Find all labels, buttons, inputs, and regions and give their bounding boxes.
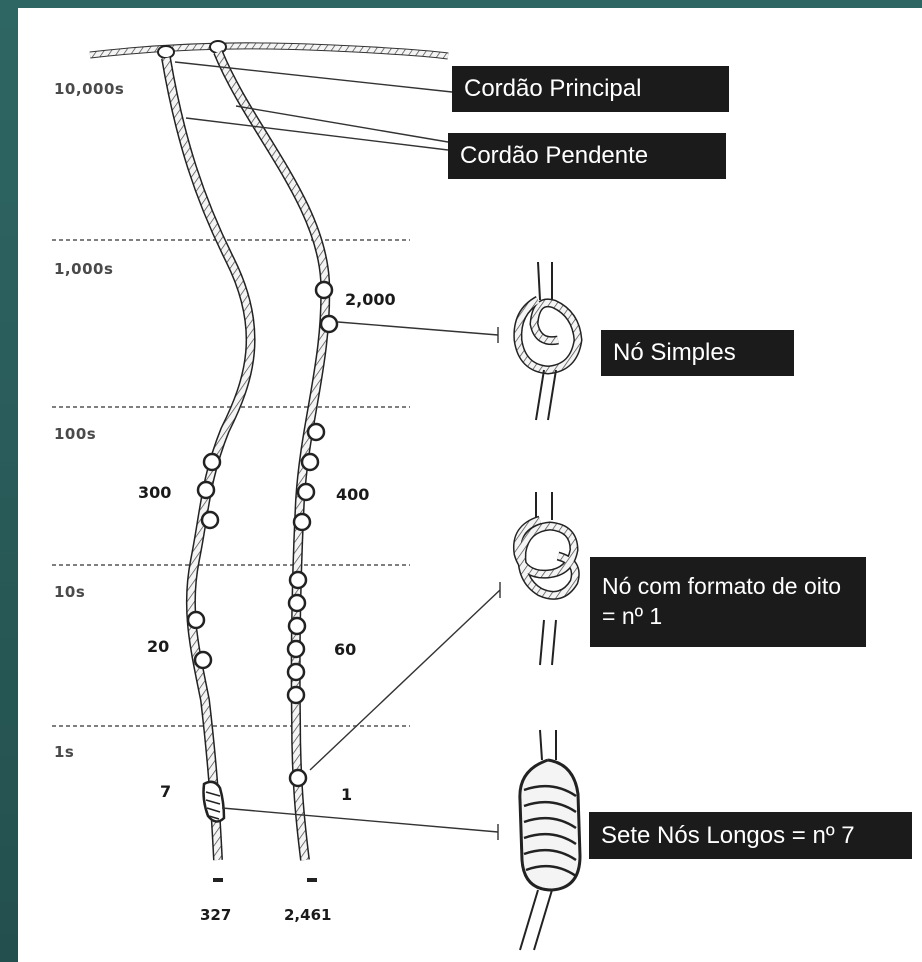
- leader-figure-eight: [309, 589, 501, 771]
- right-ones-value: 1: [341, 785, 353, 804]
- main-cord: [89, 40, 449, 60]
- leader-main-cord: [174, 61, 453, 93]
- right-tens-value: 60: [334, 640, 357, 659]
- total-markers: [213, 878, 317, 882]
- right-total: 2,461: [284, 906, 332, 924]
- long-knot-illustration: [518, 729, 582, 951]
- scale-label-tens: 10s: [54, 583, 86, 601]
- leader-lines: [174, 61, 501, 840]
- level-separators: [52, 239, 410, 727]
- pendant-cord-right: [213, 50, 331, 861]
- right-cord-knots: [286, 280, 339, 788]
- left-ones-value: 7: [160, 782, 172, 801]
- left-total: 327: [200, 906, 232, 924]
- right-hundreds-value: 400: [336, 485, 370, 504]
- simple-knot-illustration: [513, 261, 583, 421]
- scale-label-thousands: 1,000s: [54, 260, 114, 278]
- right-thousands-value: 2,000: [345, 290, 396, 309]
- leader-simple-knot: [337, 321, 499, 336]
- label-long-knot: Sete Nós Longos = nº 7: [589, 812, 912, 859]
- scale-label-hundreds: 100s: [54, 425, 97, 443]
- leader-long-knot: [221, 807, 499, 833]
- left-hundreds-value: 300: [138, 483, 172, 502]
- left-cord-knots: [186, 452, 226, 823]
- figure-eight-illustration: [512, 492, 580, 666]
- left-tens-value: 20: [147, 637, 170, 656]
- pendant-cord-left: [161, 57, 256, 861]
- label-simple-knot: Nó Simples: [601, 330, 794, 376]
- scale-label-ones: 1s: [54, 743, 75, 761]
- leader-pendant-right: [235, 105, 449, 143]
- leader-pendant-left: [185, 117, 449, 151]
- label-main-cord: Cordão Principal: [452, 66, 729, 112]
- label-figure-eight-knot: Nó com formato de oito = nº 1: [590, 557, 866, 647]
- scale-label-ten-thousands: 10,000s: [54, 80, 125, 98]
- label-pendant-cord: Cordão Pendente: [448, 133, 726, 179]
